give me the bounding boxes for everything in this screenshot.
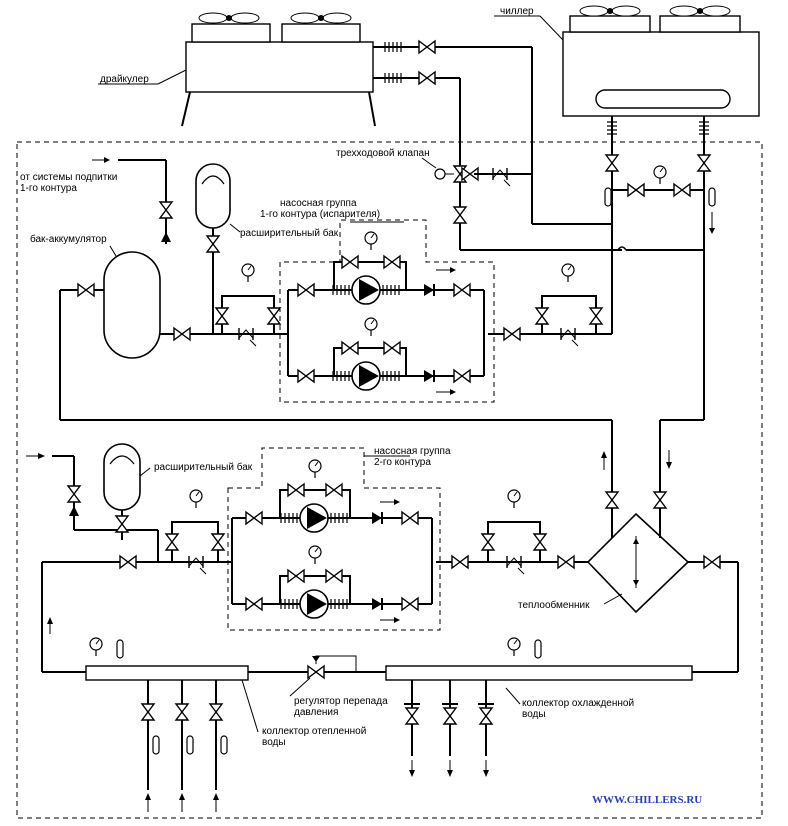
pump-group-2-label-1: насосная группа — [374, 446, 451, 457]
pump-2a-assembly — [245, 459, 419, 533]
three-way-valve — [434, 165, 479, 183]
dp-regulator-label-1: регулятор перепада — [294, 696, 388, 707]
pump-1b-assembly — [297, 317, 471, 395]
expansion-tank-2 — [103, 443, 141, 540]
pump-2b — [299, 589, 329, 619]
makeup-label-2: 1-го контура — [20, 183, 77, 194]
dp-regulator — [248, 655, 386, 679]
buffer-tank-label: бак-аккумулятор — [30, 233, 107, 245]
cold-water-collector — [385, 637, 693, 777]
cold-collector-label-1: коллектор охлажденной — [522, 698, 634, 709]
heat-exchanger — [586, 512, 690, 614]
pump-1b — [351, 361, 381, 391]
dp-regulator-label-2: давления — [294, 707, 338, 718]
three-way-valve-label: трехходовой клапан — [336, 148, 430, 159]
chiller — [562, 5, 760, 250]
warm-collector-label-1: коллектор отепленной — [262, 726, 366, 737]
pump-group-1-label-1: насосная группа — [280, 198, 357, 209]
drycooler-label: драйкулер — [100, 74, 149, 85]
chiller-label: чиллер — [500, 6, 534, 17]
warm-water-collector — [85, 637, 249, 812]
filter-assembly-1-right — [535, 263, 603, 347]
system-boundary — [16, 141, 763, 819]
expansion-tank-1-label: расширительный бак — [240, 227, 339, 239]
drycooler — [181, 12, 376, 127]
website-label[interactable]: WWW.CHILLERS.RU — [592, 794, 702, 806]
heat-exchanger-label: теплообменник — [518, 599, 590, 611]
warm-collector-label-2: воды — [262, 737, 286, 748]
pump-group-1-label-2: 1-го контура (испарителя) — [260, 209, 380, 220]
pump-group-2-label-2: 2-го контура — [374, 457, 431, 468]
filter-assembly-2-right — [481, 489, 547, 575]
expansion-tank-2-label: расширительный бак — [154, 461, 253, 473]
cold-collector-label-2: воды — [522, 709, 546, 720]
pump-2b-assembly — [245, 545, 419, 623]
filter-assembly-1-left — [215, 263, 281, 347]
pump-1a-assembly — [297, 231, 471, 305]
buffer-tank — [103, 251, 161, 359]
pump-2a — [299, 503, 329, 533]
pump-1a — [351, 275, 381, 305]
chiller-inlet-thermometer — [604, 187, 612, 207]
chiller-pressure-gauge — [653, 165, 667, 185]
makeup-label-1: от системы подпитки — [20, 172, 117, 183]
expansion-tank-1 — [195, 163, 231, 334]
chiller-outlet-thermometer — [708, 187, 716, 207]
filter-assembly-2-left — [165, 489, 225, 575]
drycooler-pipes — [373, 40, 533, 250]
